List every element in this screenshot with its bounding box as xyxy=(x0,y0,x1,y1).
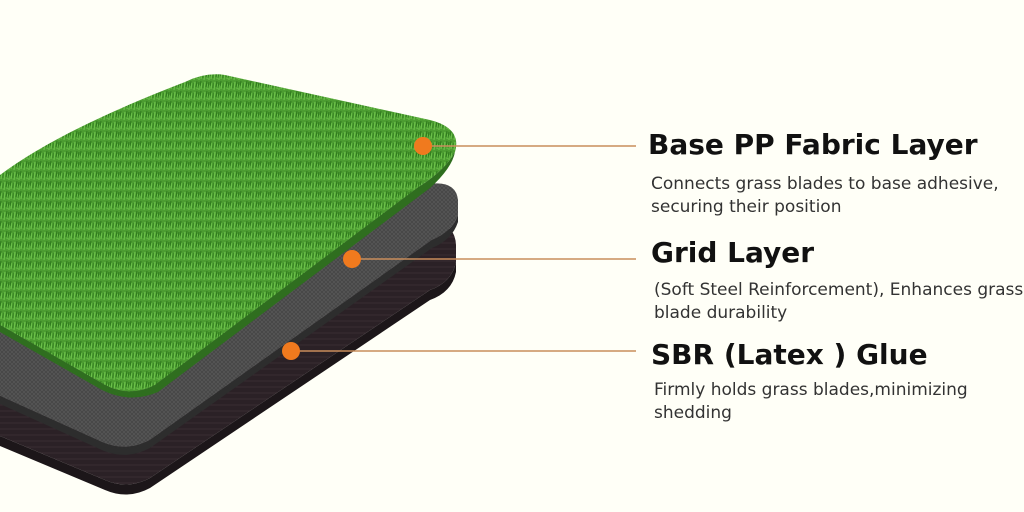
marker-grid xyxy=(343,250,361,268)
marker-sbr xyxy=(282,342,300,360)
layer-desc-base-pp: Connects grass blades to base adhesive, … xyxy=(651,174,999,217)
grass-layer xyxy=(0,74,457,392)
layer-title-sbr: SBR (Latex ) Glue xyxy=(651,338,928,371)
layer-title-base-pp: Base PP Fabric Layer xyxy=(648,128,978,161)
layer-desc-sbr: Firmly holds grass blades,minimizing she… xyxy=(654,380,968,423)
layer-title-grid: Grid Layer xyxy=(651,236,815,269)
marker-base-pp xyxy=(414,137,432,155)
layer-desc-grid: (Soft Steel Reinforcement), Enhances gra… xyxy=(654,280,1024,323)
